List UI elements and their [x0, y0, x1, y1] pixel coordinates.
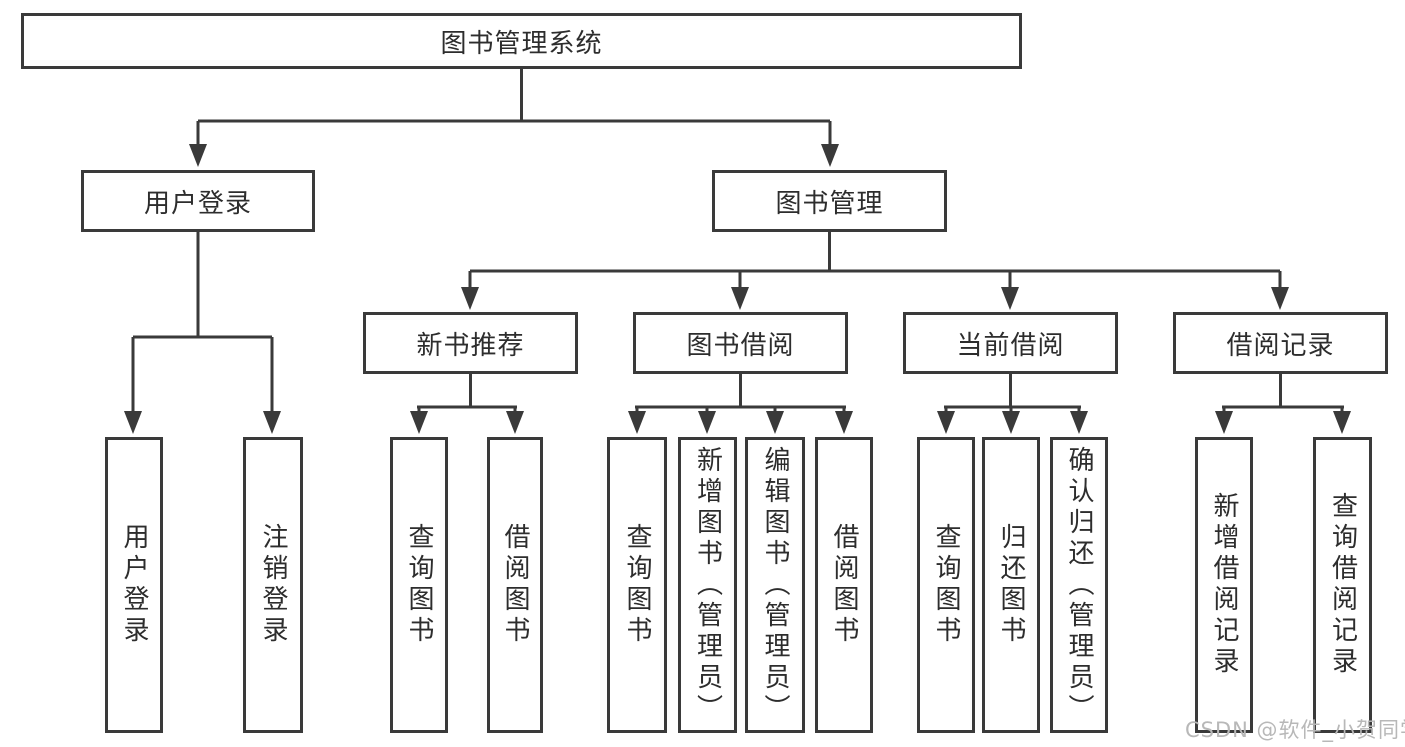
- node-root: 图书管理系统: [21, 13, 1022, 69]
- arrowhead-icon: [506, 411, 524, 434]
- connector-line: [131, 232, 274, 413]
- arrowhead-icon: [1333, 411, 1351, 434]
- arrowhead-icon: [835, 411, 853, 434]
- connector-line: [1222, 374, 1344, 412]
- arrowhead-icon: [124, 411, 142, 434]
- leaf-query-books-2: 查询图书: [607, 437, 667, 733]
- node-user-login: 用户登录: [81, 170, 315, 232]
- arrowhead-icon: [731, 287, 749, 310]
- arrowhead-icon: [1001, 287, 1019, 310]
- node-book-borrow-label: 图书借阅: [686, 330, 795, 361]
- leaf-return-book: 归还图书: [982, 437, 1040, 733]
- leaf-query-books-1-label: 查询图书: [404, 523, 434, 647]
- leaf-confirm-return-admin: 确认归还（管理员）: [1050, 437, 1108, 733]
- leaf-add-borrow-record-label: 新增借阅记录: [1209, 492, 1239, 678]
- leaf-edit-book-admin: 编辑图书（管理员）: [745, 437, 805, 733]
- node-borrow-records: 借阅记录: [1173, 312, 1388, 374]
- connector-current-borrow-group: [937, 374, 1088, 434]
- arrowhead-icon: [1002, 411, 1020, 434]
- leaf-logout-label: 注销登录: [258, 523, 288, 647]
- arrowhead-icon: [937, 411, 955, 434]
- leaf-borrow-books-2-label: 借阅图书: [829, 523, 859, 647]
- arrowhead-icon: [263, 411, 281, 434]
- node-book-management: 图书管理: [712, 170, 947, 232]
- arrowhead-icon: [1070, 411, 1088, 434]
- connector-root-to-level1: [189, 69, 839, 167]
- leaf-logout: 注销登录: [243, 437, 303, 733]
- arrowhead-icon: [410, 411, 428, 434]
- node-root-label: 图书管理系统: [440, 28, 603, 59]
- arrowhead-icon: [766, 411, 784, 434]
- connector-line: [468, 232, 1282, 288]
- leaf-query-borrow-record: 查询借阅记录: [1313, 437, 1372, 733]
- connector-book-borrow-group: [628, 374, 853, 434]
- arrowhead-icon: [461, 287, 479, 310]
- node-current-borrow: 当前借阅: [903, 312, 1118, 374]
- arrowhead-icon: [821, 144, 839, 167]
- leaf-query-books-3-label: 查询图书: [931, 523, 961, 647]
- connector-line: [196, 69, 832, 146]
- leaf-add-book-admin: 新增图书（管理员）: [678, 437, 737, 733]
- connector-user-login-to-leaves: [124, 232, 281, 434]
- arrowhead-icon: [189, 144, 207, 167]
- node-borrow-records-label: 借阅记录: [1226, 330, 1335, 361]
- connector-line: [635, 374, 846, 412]
- leaf-return-book-label: 归还图书: [996, 523, 1026, 647]
- leaf-query-books-3: 查询图书: [917, 437, 975, 733]
- node-book-management-label: 图书管理: [775, 188, 884, 219]
- arrowhead-icon: [628, 411, 646, 434]
- node-user-login-label: 用户登录: [143, 188, 252, 219]
- leaf-confirm-return-admin-label: 确认归还（管理员）: [1064, 445, 1094, 725]
- connector-line: [417, 374, 517, 412]
- node-new-book-recommend: 新书推荐: [363, 312, 578, 374]
- leaf-user-login-label: 用户登录: [119, 523, 149, 647]
- connector-book-management-to-level2: [461, 232, 1289, 310]
- leaf-borrow-books-1-label: 借阅图书: [500, 523, 530, 647]
- connector-line: [944, 374, 1081, 412]
- node-new-book-recommend-label: 新书推荐: [416, 330, 525, 361]
- leaf-add-borrow-record: 新增借阅记录: [1195, 437, 1253, 733]
- connector-borrow-records-group: [1215, 374, 1351, 434]
- leaf-query-books-2-label: 查询图书: [622, 523, 652, 647]
- leaf-add-book-admin-label: 新增图书（管理员）: [692, 445, 723, 725]
- node-book-borrow: 图书借阅: [633, 312, 848, 374]
- arrowhead-icon: [698, 411, 716, 434]
- csdn-watermark: CSDN @软件_小贺同学: [1185, 718, 1405, 742]
- leaf-borrow-books-1: 借阅图书: [487, 437, 543, 733]
- node-current-borrow-label: 当前借阅: [956, 330, 1065, 361]
- connector-new-book-group: [410, 374, 524, 434]
- leaf-query-books-1: 查询图书: [390, 437, 448, 733]
- leaf-edit-book-admin-label: 编辑图书（管理员）: [760, 445, 790, 725]
- leaf-user-login: 用户登录: [105, 437, 163, 733]
- leaf-query-borrow-record-label: 查询借阅记录: [1327, 492, 1358, 678]
- arrowhead-icon: [1215, 411, 1233, 434]
- arrowhead-icon: [1271, 287, 1289, 310]
- leaf-borrow-books-2: 借阅图书: [815, 437, 873, 733]
